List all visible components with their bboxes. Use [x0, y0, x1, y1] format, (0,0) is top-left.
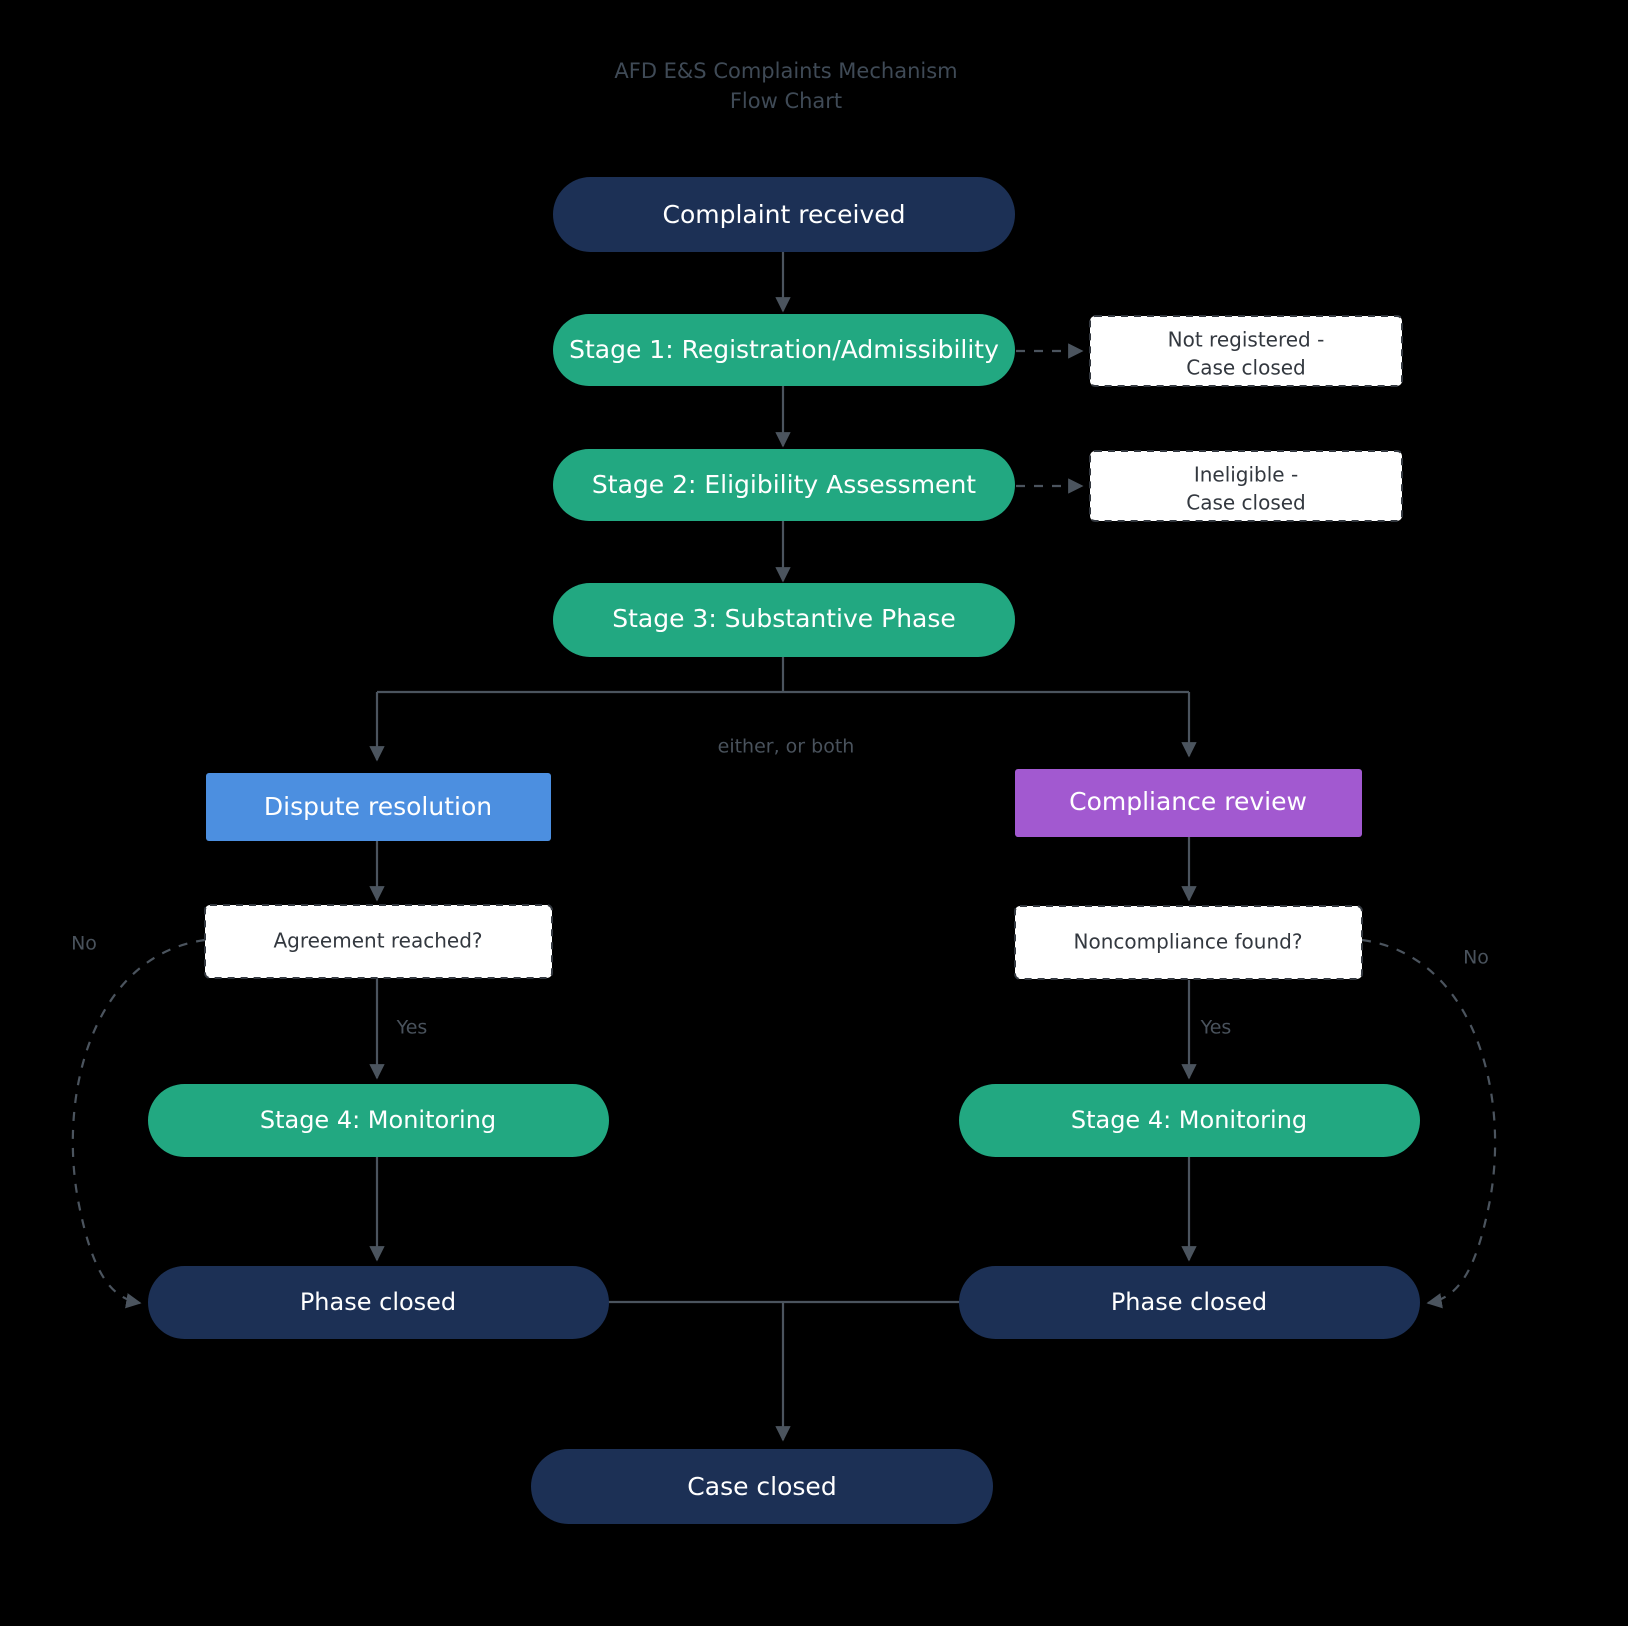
chart-title-line1: AFD E&S Complaints Mechanism [614, 59, 957, 83]
node-stage2-label: Stage 2: Eligibility Assessment [592, 470, 976, 499]
node-phase-closed-right-label: Phase closed [1111, 1288, 1267, 1316]
edge-labels-group: either, or both No Yes No Yes [71, 736, 1489, 1039]
chart-title-line2: Flow Chart [730, 89, 842, 113]
node-phase-closed-left[interactable]: Phase closed [148, 1266, 609, 1339]
node-case-closed-label: Case closed [687, 1472, 836, 1501]
node-stage1[interactable]: Stage 1: Registration/Admissibility [553, 314, 1015, 386]
node-dispute-resolution-label: Dispute resolution [264, 792, 492, 821]
edge-label-yes-right: Yes [1200, 1017, 1232, 1039]
edge-label-either-or-both: either, or both [718, 736, 855, 758]
node-not-registered-label-line2: Case closed [1186, 356, 1306, 380]
chart-title: AFD E&S Complaints Mechanism Flow Chart [614, 59, 957, 113]
node-stage4-right[interactable]: Stage 4: Monitoring [959, 1084, 1420, 1157]
node-stage1-shape[interactable] [553, 314, 1015, 386]
node-compliance-review-label: Compliance review [1069, 787, 1307, 816]
edge-label-yes-left: Yes [396, 1017, 428, 1039]
node-agreement-reached-label: Agreement reached? [273, 929, 482, 953]
node-complaint-received[interactable]: Complaint received [553, 177, 1015, 252]
node-not-registered-shape[interactable] [1089, 315, 1403, 387]
node-compliance-review-shape[interactable] [1015, 769, 1362, 837]
node-stage4-right-label: Stage 4: Monitoring [1071, 1106, 1307, 1134]
node-noncompliance-found-shape[interactable] [1014, 905, 1363, 980]
node-stage3-label: Stage 3: Substantive Phase [612, 604, 956, 633]
node-stage2[interactable]: Stage 2: Eligibility Assessment [553, 449, 1015, 521]
node-complaint-received-label: Complaint received [662, 200, 905, 229]
node-stage4-left-shape[interactable] [148, 1084, 609, 1157]
node-phase-closed-left-label: Phase closed [300, 1288, 456, 1316]
node-not-registered[interactable]: Not registered - Case closed [1089, 315, 1403, 387]
node-agreement-reached[interactable]: Agreement reached? [204, 904, 553, 979]
node-agreement-reached-shape[interactable] [204, 904, 553, 979]
edge-label-no-right: No [1463, 947, 1489, 969]
node-dispute-resolution[interactable]: Dispute resolution [206, 773, 551, 841]
node-noncompliance-found-label: Noncompliance found? [1074, 930, 1303, 954]
node-stage2-shape[interactable] [553, 449, 1015, 521]
node-not-registered-label-line1: Not registered - [1168, 328, 1325, 352]
edge-label-no-left: No [71, 933, 97, 955]
node-stage4-left[interactable]: Stage 4: Monitoring [148, 1084, 609, 1157]
node-ineligible[interactable]: Ineligible - Case closed [1089, 450, 1403, 522]
edge-agreement-no-to-phase-closed-left [71, 938, 206, 1309]
node-phase-closed-right[interactable]: Phase closed [959, 1266, 1420, 1339]
node-compliance-review[interactable]: Compliance review [1015, 769, 1362, 837]
node-stage4-right-shape[interactable] [959, 1084, 1420, 1157]
node-complaint-received-shape[interactable] [553, 177, 1015, 252]
node-case-closed-shape[interactable] [531, 1449, 993, 1524]
node-dispute-resolution-shape[interactable] [206, 773, 551, 841]
node-stage1-label: Stage 1: Registration/Admissibility [569, 335, 999, 364]
node-noncompliance-found[interactable]: Noncompliance found? [1014, 905, 1363, 980]
node-ineligible-label-line2: Case closed [1186, 491, 1306, 515]
edges-group [71, 251, 1497, 1442]
node-stage4-left-label: Stage 4: Monitoring [260, 1106, 496, 1134]
edge-noncompliance-no-to-phase-closed-right [1361, 938, 1497, 1309]
node-stage3-shape[interactable] [553, 583, 1015, 657]
node-ineligible-label-line1: Ineligible - [1194, 463, 1298, 487]
node-stage3[interactable]: Stage 3: Substantive Phase [553, 583, 1015, 657]
node-phase-closed-left-shape[interactable] [148, 1266, 609, 1339]
node-case-closed[interactable]: Case closed [531, 1449, 993, 1524]
node-phase-closed-right-shape[interactable] [959, 1266, 1420, 1339]
node-ineligible-shape[interactable] [1089, 450, 1403, 522]
